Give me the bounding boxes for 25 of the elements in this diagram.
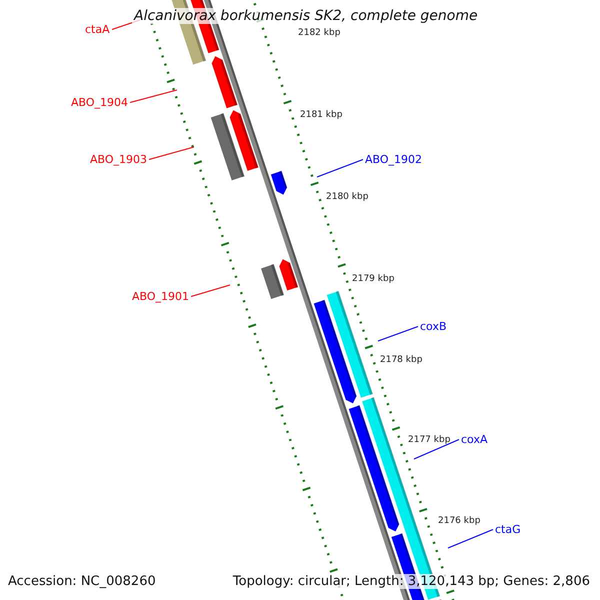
title: Alcanivorax borkumensis SK2, complete genome (132, 8, 480, 24)
gene-label: coxB (420, 320, 446, 333)
leader-line (130, 90, 178, 103)
scale-label: 2176 kbp (438, 516, 480, 526)
leader-line (448, 529, 494, 548)
gene-label: ctaA (85, 23, 110, 36)
scale-label: 2182 kbp (298, 28, 340, 38)
genome-stats-label: Topology: circular; Length: 3,120,143 bp; Genes: 2,806 (232, 574, 590, 589)
gene-label: ABO_1901 (132, 290, 190, 303)
leader-line (316, 159, 364, 178)
scale-label: 2181 kbp (300, 110, 342, 120)
accession-label: Accession: NC_008260 (8, 574, 156, 589)
scale-label: 2179 kbp (352, 274, 394, 284)
leader-line (378, 326, 418, 342)
gene-label: ABO_1904 (71, 96, 128, 109)
scale-label: 2180 kbp (326, 192, 368, 202)
gene-label: ABO_1902 (365, 153, 422, 166)
leader-line (414, 439, 460, 460)
gene-label: ctaG (495, 523, 521, 536)
leader-line (190, 284, 230, 297)
gene-label: ABO_1903 (90, 153, 148, 166)
scale-label: 2177 kbp (408, 435, 450, 445)
scale-label: 2178 kbp (380, 355, 422, 365)
gene-label: coxA (461, 433, 488, 446)
leader-line (148, 146, 194, 160)
